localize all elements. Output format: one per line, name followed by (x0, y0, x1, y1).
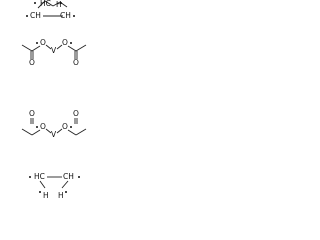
acetate-2-left-methyl-bond (21, 128, 33, 136)
cp-bottom-ring-bond-right (61, 180, 69, 189)
acetate-1-left-c-o-bond (31, 45, 41, 52)
cp-top-h-label: H (56, 0, 62, 9)
cp-top-hc-label: HC (40, 0, 51, 8)
acetate-1-v-label: V (51, 46, 57, 55)
acetate-2-o1-label: O (40, 122, 46, 131)
cp-bottom-ring-bond-left (39, 180, 46, 189)
acetate-1-left-methyl-bond (21, 44, 33, 52)
acetate-2-left-c-o-bond (31, 129, 41, 136)
chemical-structure-diagram: HC CH H CH O V O O O O V O (21, 0, 87, 200)
cp-bottom-hc-left-label: HC (34, 172, 45, 181)
cp-bottom-h-left-label: H (43, 191, 49, 200)
cp-top-ring-bond-right (52, 1, 68, 8)
acetate-1-o1-label: O (40, 38, 46, 47)
cp-top-ch-left-label: CH (30, 11, 41, 20)
radical-dot (73, 15, 75, 17)
radical-dot (34, 2, 36, 4)
radical-dot (26, 15, 28, 17)
radical-dot (29, 176, 31, 178)
acetate-1-o4-label: O (73, 58, 79, 67)
vanadium-diacetate-top: O V O O O (21, 38, 87, 67)
radical-dot (39, 191, 41, 193)
radical-dot (36, 42, 38, 44)
acetate-1-right-c-o-bond (67, 45, 77, 52)
cyclopentadienyl-bottom: HC CH H H (29, 172, 80, 200)
acetate-2-o4-label: O (73, 109, 79, 118)
acetate-2-o3-label: O (62, 122, 68, 131)
radical-dot (78, 176, 80, 178)
cp-bottom-ch-right-label: CH (63, 172, 74, 181)
radical-dot (65, 191, 67, 193)
acetate-1-o2-label: O (29, 58, 35, 67)
acetate-1-v-o3-bond (56, 44, 63, 50)
acetate-2-o2-label: O (29, 109, 35, 118)
cp-bottom-h-right-label: H (58, 191, 64, 200)
cyclopentadienyl-top: HC CH H CH (26, 0, 75, 20)
radical-dot (70, 126, 72, 128)
cp-top-ch-right-label: CH (60, 11, 71, 20)
acetate-2-right-c-o-bond (67, 129, 77, 136)
radical-dot (36, 126, 38, 128)
acetate-2-right-methyl-bond (75, 128, 87, 136)
radical-dot (70, 42, 72, 44)
vanadium-diacetate-bottom: O V O O O (21, 109, 87, 139)
radical-dot (60, 2, 62, 4)
acetate-1-o1-v-bond (45, 44, 52, 50)
acetate-1-o3-label: O (62, 38, 68, 47)
acetate-2-v-o3-bond (56, 128, 63, 134)
acetate-1-right-methyl-bond (75, 44, 87, 52)
acetate-2-o1-v-bond (45, 128, 52, 134)
acetate-2-v-label: V (51, 130, 57, 139)
cp-top-ring-bond-left (37, 0, 54, 9)
